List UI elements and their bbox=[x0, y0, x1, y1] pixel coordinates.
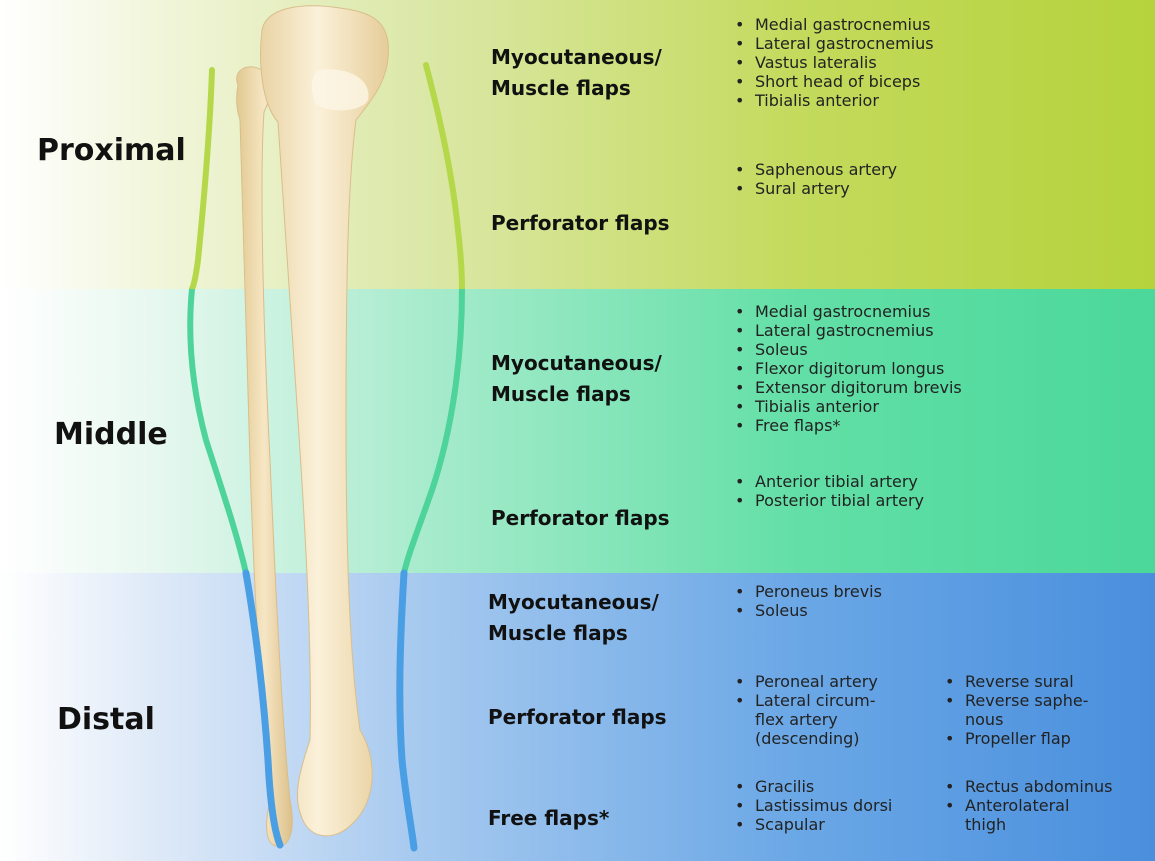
list-item: Lateral gastrocnemius bbox=[731, 321, 962, 340]
list-item: Medial gastrocnemius bbox=[731, 302, 962, 321]
item-line: nous bbox=[965, 710, 1088, 729]
list-item: Reverse sural bbox=[941, 672, 1088, 691]
list-item: Propeller flap bbox=[941, 729, 1088, 748]
heading-line: Muscle flaps bbox=[491, 379, 662, 410]
middle-myocutaneous-list: Medial gastrocnemius Lateral gastrocnemi… bbox=[731, 302, 962, 435]
list-item: Tibialis anterior bbox=[731, 91, 934, 110]
list-item: Flexor digitorum longus bbox=[731, 359, 962, 378]
list-item: Scapular bbox=[731, 815, 892, 834]
proximal-myocutaneous-heading: Myocutaneous/ Muscle flaps bbox=[491, 42, 662, 104]
item-line: thigh bbox=[965, 815, 1112, 834]
list-item: Peroneus brevis bbox=[731, 582, 882, 601]
item-line: Peroneal artery bbox=[755, 672, 878, 691]
distal-free-flaps-list-col2: Rectus abdominus Anterolateral thigh bbox=[941, 777, 1112, 834]
list-item: Vastus lateralis bbox=[731, 53, 934, 72]
list-item: Gracilis bbox=[731, 777, 892, 796]
distal-free-flaps-list-col1: Gracilis Lastissimus dorsi Scapular bbox=[731, 777, 892, 834]
item-line: Anterolateral bbox=[965, 796, 1112, 815]
item-line: Reverse sural bbox=[965, 672, 1074, 691]
list-item: Anterior tibial artery bbox=[731, 472, 924, 491]
list-item: Soleus bbox=[731, 601, 882, 620]
region-label-middle: Middle bbox=[54, 417, 168, 452]
heading-line: Myocutaneous/ bbox=[491, 348, 662, 379]
distal-free-flaps-heading: Free flaps* bbox=[488, 803, 609, 834]
proximal-perforator-heading: Perforator flaps bbox=[491, 208, 670, 239]
list-item: Lateral circum- flex artery (descending) bbox=[731, 691, 878, 748]
heading-line: Muscle flaps bbox=[491, 73, 662, 104]
list-item: Lateral gastrocnemius bbox=[731, 34, 934, 53]
list-item: Short head of biceps bbox=[731, 72, 934, 91]
middle-perforator-heading: Perforator flaps bbox=[491, 503, 670, 534]
proximal-myocutaneous-list: Medial gastrocnemius Lateral gastrocnemi… bbox=[731, 15, 934, 110]
list-item: Sural artery bbox=[731, 179, 897, 198]
distal-perforator-list-col1: Peroneal artery Lateral circum- flex art… bbox=[731, 672, 878, 748]
leg-outline-left-middle bbox=[190, 289, 246, 573]
region-label-proximal: Proximal bbox=[37, 133, 186, 168]
item-line: (descending) bbox=[755, 729, 878, 748]
item-line: Lateral circum- bbox=[755, 691, 878, 710]
middle-perforator-list: Anterior tibial artery Posterior tibial … bbox=[731, 472, 924, 510]
middle-myocutaneous-heading: Myocutaneous/ Muscle flaps bbox=[491, 348, 662, 410]
distal-perforator-heading: Perforator flaps bbox=[488, 702, 667, 733]
item-line: Reverse saphe- bbox=[965, 691, 1088, 710]
list-item: Lastissimus dorsi bbox=[731, 796, 892, 815]
distal-perforator-list-col2: Reverse sural Reverse saphe- nous Propel… bbox=[941, 672, 1088, 748]
leg-outline-right-distal bbox=[400, 573, 414, 848]
list-item: Saphenous artery bbox=[731, 160, 897, 179]
list-item: Tibialis anterior bbox=[731, 397, 962, 416]
heading-line: Myocutaneous/ bbox=[488, 587, 659, 618]
proximal-perforator-list: Saphenous artery Sural artery bbox=[731, 160, 897, 198]
list-item: Reverse saphe- nous bbox=[941, 691, 1088, 729]
list-item: Posterior tibial artery bbox=[731, 491, 924, 510]
list-item: Medial gastrocnemius bbox=[731, 15, 934, 34]
leg-outline-right-middle bbox=[404, 289, 462, 573]
heading-line: Myocutaneous/ bbox=[491, 42, 662, 73]
distal-myocutaneous-heading: Myocutaneous/ Muscle flaps bbox=[488, 587, 659, 649]
list-item: Free flaps* bbox=[731, 416, 962, 435]
item-line: flex artery bbox=[755, 710, 878, 729]
item-line: Rectus abdominus bbox=[965, 777, 1112, 796]
list-item: Extensor digitorum brevis bbox=[731, 378, 962, 397]
list-item: Soleus bbox=[731, 340, 962, 359]
leg-outline-left-proximal bbox=[192, 70, 212, 289]
region-label-distal: Distal bbox=[57, 702, 155, 737]
item-line: Propeller flap bbox=[965, 729, 1071, 748]
distal-myocutaneous-list: Peroneus brevis Soleus bbox=[731, 582, 882, 620]
list-item: Peroneal artery bbox=[731, 672, 878, 691]
list-item: Rectus abdominus bbox=[941, 777, 1112, 796]
leg-bones-illustration bbox=[170, 0, 490, 861]
heading-line: Muscle flaps bbox=[488, 618, 659, 649]
list-item: Anterolateral thigh bbox=[941, 796, 1112, 834]
leg-outline-right-proximal bbox=[426, 65, 462, 289]
